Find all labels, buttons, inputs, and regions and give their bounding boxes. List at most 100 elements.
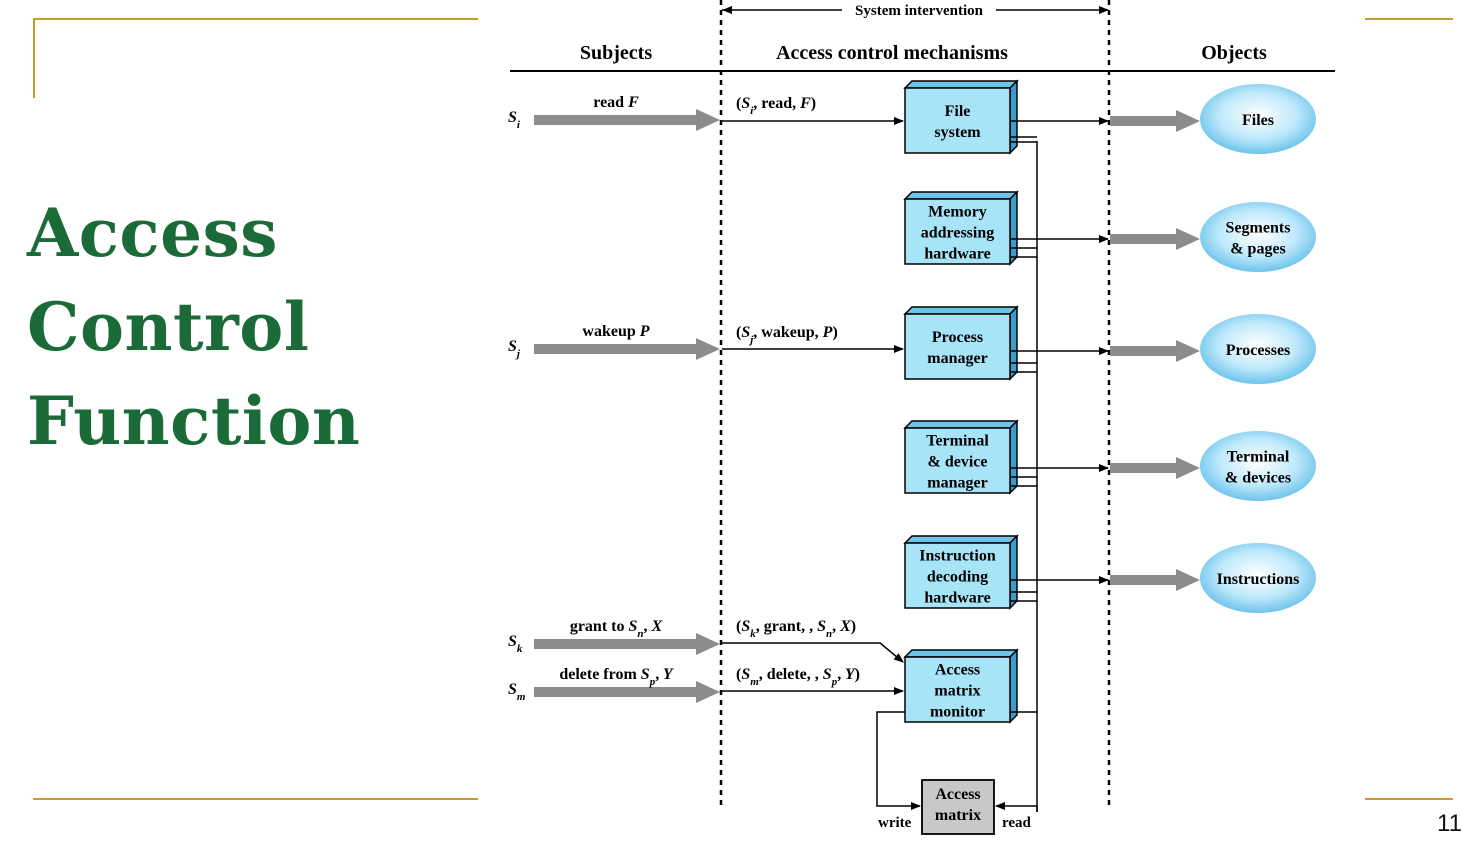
mechanism-label: Access xyxy=(935,662,980,679)
request-label: (Si, read, F) xyxy=(736,95,816,117)
object-thick-arrow xyxy=(1110,110,1200,132)
column-header-mechanisms: Access control mechanisms xyxy=(776,42,1008,64)
object-label: Processes xyxy=(1226,342,1291,359)
title-line: Function xyxy=(27,382,361,460)
mechanism-box-top xyxy=(903,649,1019,658)
mechanism-label: Memory xyxy=(928,204,987,221)
mechanism-label: Terminal xyxy=(926,433,989,450)
subject-label: Si xyxy=(508,109,521,131)
mechanism-label: File xyxy=(945,103,971,120)
object-thick-arrow xyxy=(1110,228,1200,250)
thick-arrow-shaft xyxy=(534,344,698,354)
mechanism-box-side xyxy=(1009,419,1018,495)
mechanism-box: Access matrix monitor xyxy=(903,648,1019,724)
subject-label: Sk xyxy=(508,633,523,655)
object-label: Segments xyxy=(1226,220,1291,237)
mechanism-label: hardware xyxy=(924,246,990,263)
title-line: Control xyxy=(27,288,310,366)
decor-line-top-right xyxy=(1365,18,1453,20)
thick-arrow-shaft xyxy=(1110,234,1178,244)
mechanism-box-side xyxy=(1009,648,1018,724)
object-label: Files xyxy=(1242,112,1274,129)
mechanism-box-face xyxy=(904,542,1011,609)
thick-arrow-shaft xyxy=(1110,116,1178,126)
mechanism-label: Instruction xyxy=(919,548,996,565)
mechanism-label: monitor xyxy=(930,704,985,721)
object-oval-shape xyxy=(1200,84,1316,154)
mechanism-label: addressing xyxy=(921,225,995,242)
decor-line-top-left xyxy=(33,18,478,20)
thick-arrow-head xyxy=(696,338,720,360)
object-label: Terminal xyxy=(1227,449,1290,466)
thick-arrow-shaft xyxy=(1110,575,1178,585)
access-matrix-label: matrix xyxy=(935,807,981,824)
system-intervention-arrowhead-left xyxy=(722,6,732,14)
mechanism-box-top xyxy=(903,306,1019,315)
mechanism-box: File system xyxy=(903,79,1019,155)
write-label: write xyxy=(878,815,912,831)
subject-action-label: wakeup P xyxy=(582,323,649,340)
object-thick-arrow xyxy=(1110,457,1200,479)
decor-line-left-vertical xyxy=(33,18,35,98)
mechanism-label: & device xyxy=(928,454,988,471)
mechanism-box-face xyxy=(904,87,1011,154)
mechanism-box-face xyxy=(904,656,1011,723)
mechanism-box-top xyxy=(903,535,1019,544)
access-matrix-label: Access xyxy=(935,786,980,803)
request-label: (Sk, grant, , Sn, X) xyxy=(736,618,856,640)
mechanism-label: matrix xyxy=(934,683,980,700)
subject-action-label: delete from Sp, Y xyxy=(559,666,674,688)
mechanism-label: system xyxy=(934,124,981,141)
subject-action-label: grant to Sn, X xyxy=(570,618,663,640)
subject-action-label: read F xyxy=(593,94,639,111)
thick-arrow-shaft xyxy=(1110,463,1178,473)
thick-arrow-head xyxy=(1176,110,1200,132)
mechanism-label: hardware xyxy=(924,590,990,607)
column-header-objects: Objects xyxy=(1201,42,1267,64)
object-oval-shape xyxy=(1200,431,1316,501)
object-label: & pages xyxy=(1230,241,1286,258)
mechanism-label: decoding xyxy=(927,569,988,586)
access-matrix-box: Access matrix xyxy=(921,779,995,835)
subject-label: Sm xyxy=(508,681,526,703)
mechanism-label: Process xyxy=(932,329,983,346)
mechanism-box-top xyxy=(903,420,1019,429)
decor-line-bottom-right xyxy=(1365,798,1453,800)
mechanism-box-side xyxy=(1009,305,1018,381)
object-oval: Segments & pages xyxy=(1200,202,1316,272)
thick-arrow-head xyxy=(696,681,720,703)
mechanism-box-top xyxy=(903,191,1019,200)
thick-arrow-head xyxy=(1176,569,1200,591)
subject-label: Sj xyxy=(508,338,521,360)
mechanism-box-side xyxy=(1009,534,1018,610)
subject-thick-arrow xyxy=(534,633,720,655)
access-matrix-rect xyxy=(921,779,995,835)
thick-arrow-shaft xyxy=(534,687,698,697)
column-header-subjects: Subjects xyxy=(580,42,652,64)
object-thick-arrow xyxy=(1110,340,1200,362)
thick-arrow-head xyxy=(1176,457,1200,479)
thick-arrow-shaft xyxy=(534,639,698,649)
request-label: (Sm, delete, , Sp, Y) xyxy=(736,666,860,688)
thick-arrow-head xyxy=(696,633,720,655)
read-label: read xyxy=(1002,815,1032,831)
object-oval: Terminal& devices xyxy=(1200,431,1316,501)
mechanism-box-side xyxy=(1009,190,1018,266)
mechanism-box: Memory addressing hardware xyxy=(903,190,1019,266)
mechanism-label: manager xyxy=(927,350,987,367)
mechanism-box-face xyxy=(904,313,1011,380)
subject-thick-arrow xyxy=(534,681,720,703)
object-oval: Processes xyxy=(1200,314,1316,384)
object-oval: Instructions xyxy=(1200,543,1316,613)
mechanism-box: Instruction decoding hardware xyxy=(903,534,1019,610)
mechanism-box-face xyxy=(904,427,1011,494)
subject-thick-arrow xyxy=(534,109,720,131)
object-oval-shape xyxy=(1200,543,1316,613)
thick-arrow-head xyxy=(696,109,720,131)
object-oval-shape xyxy=(1200,314,1316,384)
thick-arrow-head xyxy=(1176,340,1200,362)
slide-title: Access Control Function xyxy=(27,186,447,468)
write-arrow xyxy=(876,711,921,810)
